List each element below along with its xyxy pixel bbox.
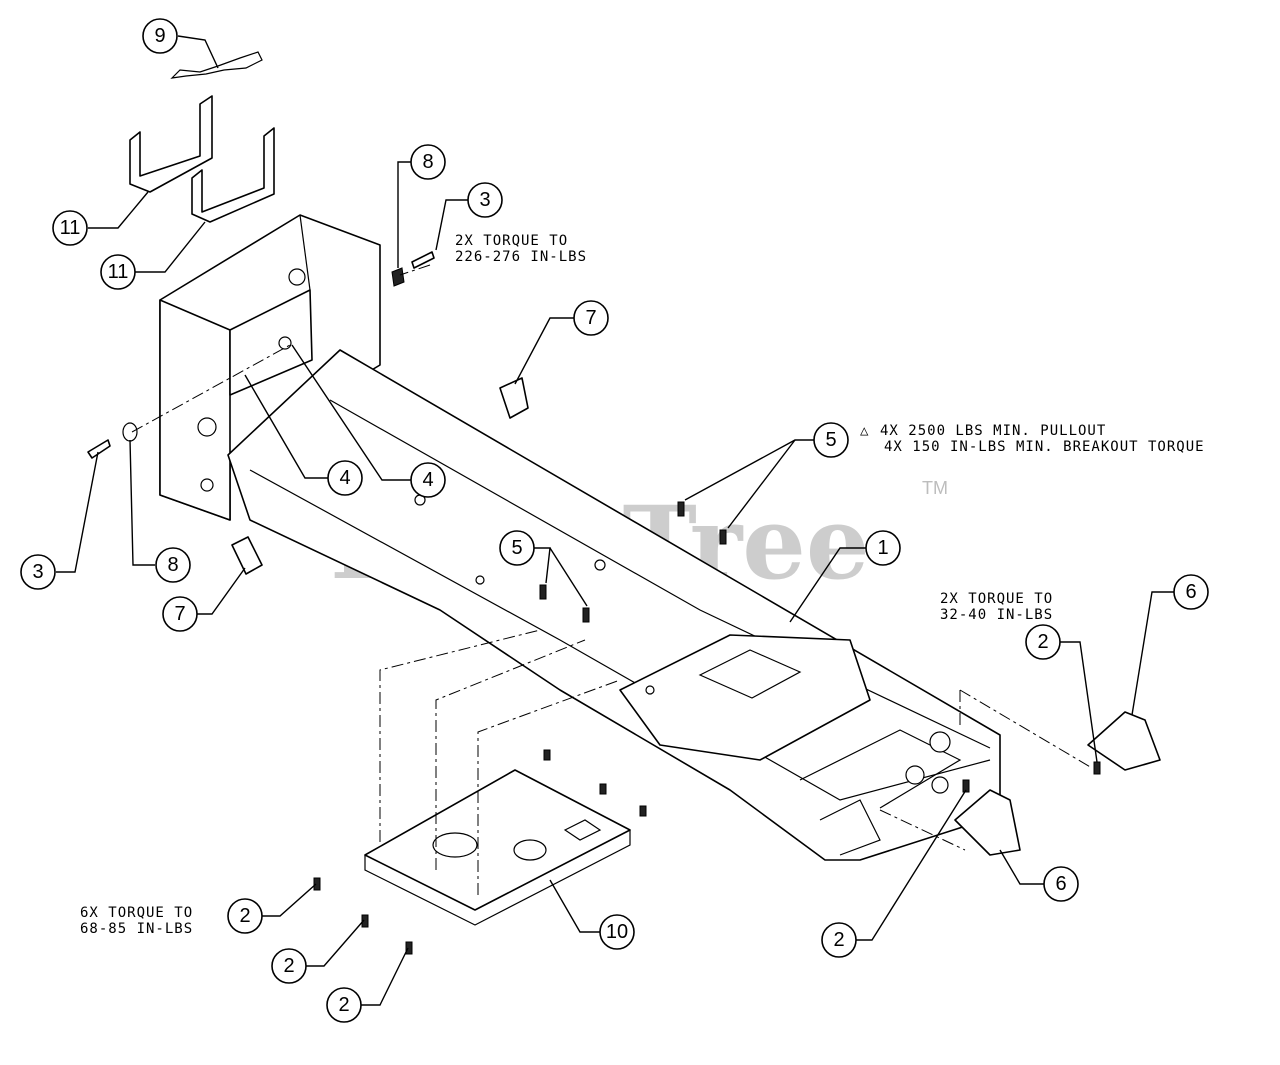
svg-text:68-85 IN-LBS: 68-85 IN-LBS [80,921,193,937]
svg-text:2X TORQUE TO: 2X TORQUE TO [940,591,1053,607]
svg-text:2: 2 [833,929,844,951]
callout-2a[interactable]: 2 [1025,624,1061,660]
callout-11b[interactable]: 11 [100,254,136,290]
watermark-trademark: TM [922,478,948,498]
spring-clip-part [170,51,263,79]
callout-2b[interactable]: 2 [821,922,857,958]
cover-plate-part [364,769,631,926]
assembly-lines [131,264,1093,895]
pullout-note: △ 4X 2500 LBS MIN. PULLOUT 4X 150 IN-LBS… [860,423,1205,455]
callout-2d[interactable]: 2 [271,948,307,984]
svg-text:2X TORQUE TO: 2X TORQUE TO [455,233,568,249]
callout-6a[interactable]: 6 [1173,574,1209,610]
torque-note-part-3: 2X TORQUE TO 226-276 IN-LBS [455,233,587,265]
svg-text:7: 7 [174,603,185,625]
caution-symbol: △ [860,423,869,439]
battery-bracket-part [129,95,275,223]
callout-3b[interactable]: 3 [20,554,56,590]
svg-text:4: 4 [422,469,433,491]
callout-9[interactable]: 9 [142,18,178,54]
callout-4b[interactable]: 4 [410,462,446,498]
torque-note-part-6: 2X TORQUE TO 32-40 IN-LBS [940,591,1053,623]
callout-7a[interactable]: 7 [573,300,609,336]
svg-text:4: 4 [339,467,350,489]
torque-note-part-10: 6X TORQUE TO 68-85 IN-LBS [80,905,193,937]
callout-6b[interactable]: 6 [1043,866,1079,902]
svg-text:6X TORQUE TO: 6X TORQUE TO [80,905,193,921]
callout-7b[interactable]: 7 [162,596,198,632]
fastener-parts [87,251,1101,955]
leader-lines [56,35,1174,1006]
callout-5a[interactable]: 5 [813,422,849,458]
hitch-bracket-part [954,711,1161,856]
callout-11a[interactable]: 11 [52,210,88,246]
callout-2c[interactable]: 2 [227,898,263,934]
svg-text:2: 2 [338,994,349,1016]
callout-1[interactable]: 1 [865,530,901,566]
svg-text:4X 2500 LBS MIN. PULLOUT: 4X 2500 LBS MIN. PULLOUT [880,423,1106,439]
svg-text:2: 2 [1037,631,1048,653]
svg-text:9: 9 [154,25,165,47]
callout-4a[interactable]: 4 [327,460,363,496]
svg-text:7: 7 [585,307,596,329]
svg-text:11: 11 [108,261,129,283]
svg-text:5: 5 [825,429,836,451]
svg-text:226-276 IN-LBS: 226-276 IN-LBS [455,249,587,265]
svg-text:8: 8 [422,151,433,173]
clip-part [231,377,529,575]
callout-2e[interactable]: 2 [326,987,362,1023]
svg-text:11: 11 [60,217,81,239]
svg-text:6: 6 [1055,873,1066,895]
callout-8b[interactable]: 8 [155,547,191,583]
svg-text:32-40 IN-LBS: 32-40 IN-LBS [940,607,1053,623]
svg-text:5: 5 [511,537,522,559]
callout-3a[interactable]: 3 [467,182,503,218]
svg-text:1: 1 [877,537,888,559]
svg-text:4X 150 IN-LBS MIN. BREAKOUT TO: 4X 150 IN-LBS MIN. BREAKOUT TORQUE [884,439,1205,455]
svg-text:8: 8 [167,554,178,576]
callout-10[interactable]: 10 [599,914,635,950]
callout-8a[interactable]: 8 [410,144,446,180]
callout-5b[interactable]: 5 [499,530,535,566]
svg-text:2: 2 [239,905,250,927]
svg-text:3: 3 [32,561,43,583]
svg-text:3: 3 [479,189,490,211]
svg-text:6: 6 [1185,581,1196,603]
svg-text:10: 10 [606,921,628,943]
svg-text:2: 2 [283,955,294,977]
